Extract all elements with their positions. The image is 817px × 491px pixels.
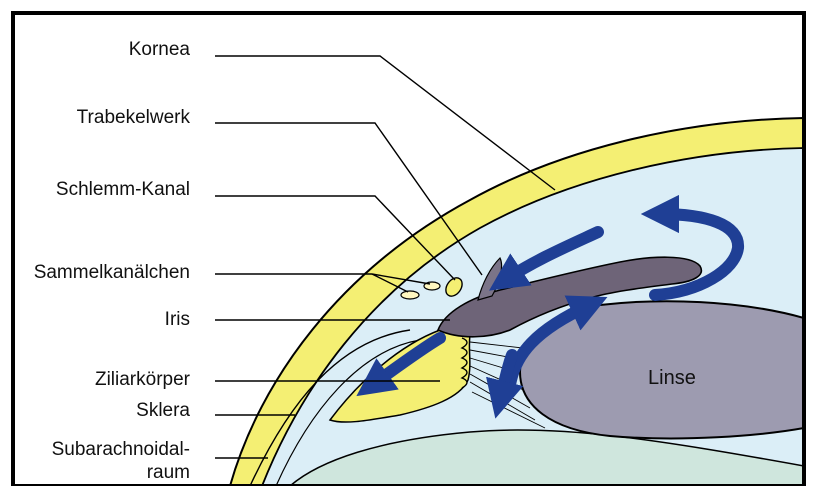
label-trabekelwerk: Trabekelwerk xyxy=(77,108,190,127)
label-subarachnoidal: Subarachnoidal- xyxy=(52,440,190,459)
label-sklera: Sklera xyxy=(136,401,190,420)
label-iris: Iris xyxy=(165,310,190,329)
label-sammelkanaelchen: Sammelkanälchen xyxy=(34,263,190,282)
collector-channel-1 xyxy=(401,291,419,299)
label-kornea: Kornea xyxy=(129,40,190,59)
ciliary-processes xyxy=(462,338,467,388)
label-schlemm-kanal: Schlemm-Kanal xyxy=(56,180,190,199)
label-raum: raum xyxy=(147,463,190,482)
label-linse: Linse xyxy=(648,368,696,388)
label-ziliarkoerper: Ziliarkörper xyxy=(95,370,190,389)
